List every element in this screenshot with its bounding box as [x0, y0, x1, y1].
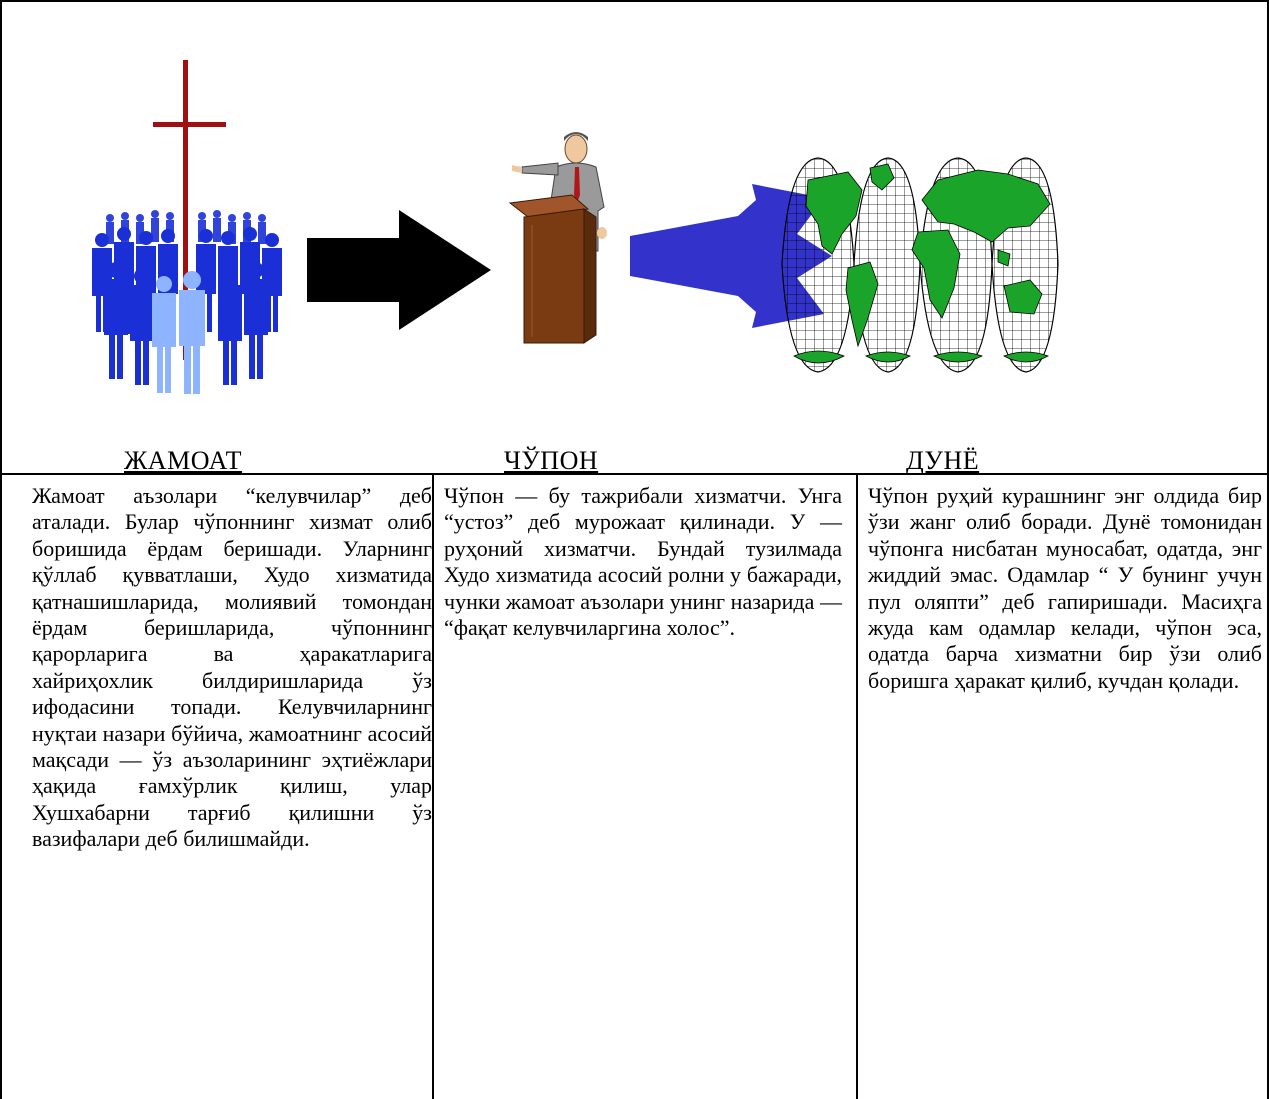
heading-shepherd: ЧЎПОН [504, 446, 599, 475]
outer-left-border [0, 0, 2, 1099]
fan-arrows-icon [630, 184, 832, 328]
congregation-icon [92, 60, 282, 394]
header-row-divider [0, 473, 1269, 475]
shepherd-description: Чўпон — бу тажрибали хизматчи. Унга “уст… [444, 483, 842, 641]
preacher-icon [508, 132, 607, 344]
column-divider-1 [432, 475, 434, 1099]
world-map-icon [781, 157, 1059, 373]
world-description: Чўпон руҳий курашнинг энг олдида бир ўзи… [868, 483, 1262, 693]
right-arrow-icon [307, 210, 491, 330]
heading-congregation: ЖАМОАТ [124, 446, 243, 475]
congregation-description: Жамоат аъзолари “келувчилар” деб аталади… [32, 483, 432, 852]
outer-right-border [1267, 0, 1269, 1099]
column-divider-2 [856, 475, 858, 1099]
heading-world: ДУНЁ [906, 446, 980, 475]
outer-top-border [0, 0, 1269, 2]
cross-icon [153, 60, 226, 360]
